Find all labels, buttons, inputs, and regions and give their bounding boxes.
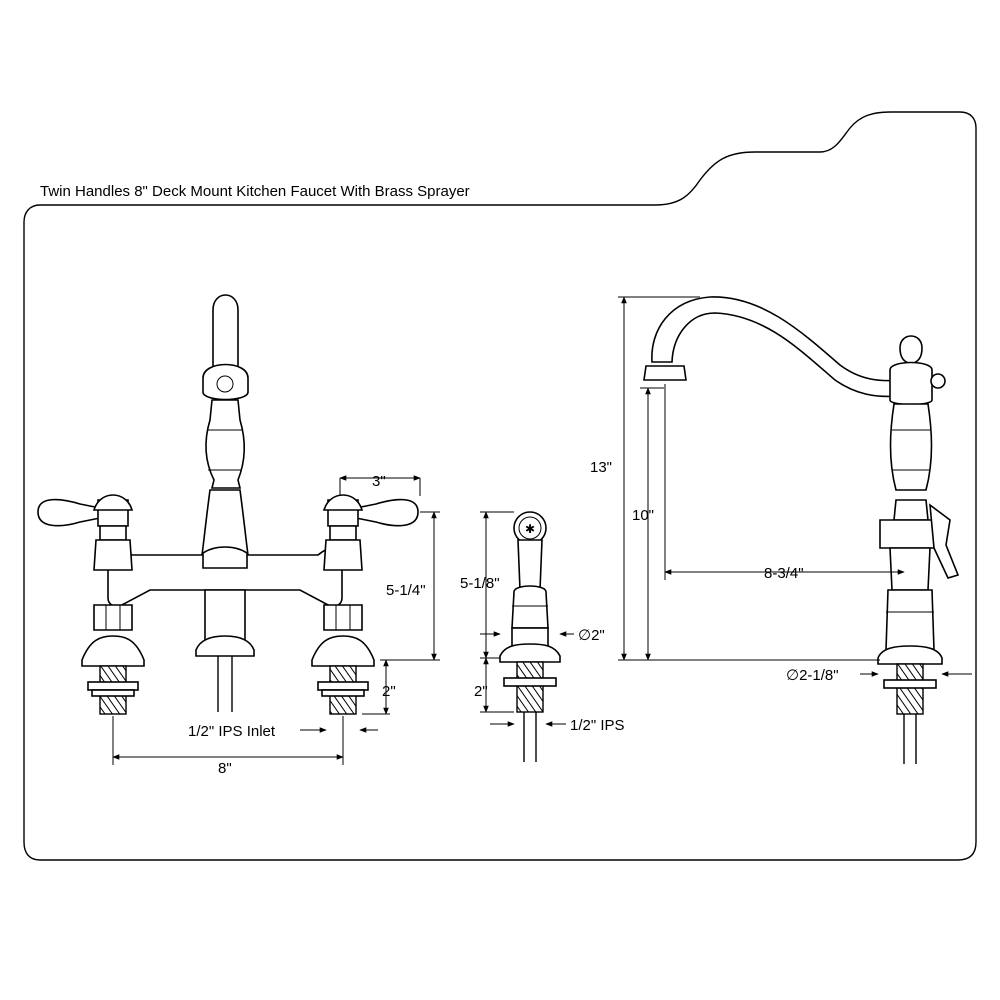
dim-sprayer-diameter: ∅2"	[578, 627, 605, 644]
dim-sprayer-height: 5-1/8"	[460, 575, 500, 592]
sprayer-dimensions	[480, 511, 574, 727]
sprayer: ✱	[499, 511, 561, 762]
dim-inlet: 1/2" IPS Inlet	[188, 723, 276, 740]
dim-spout-reach: 8-3/4"	[764, 565, 804, 582]
side-view-faucet	[643, 296, 960, 764]
bridge-faucet	[37, 294, 419, 715]
diagram-title: Twin Handles 8" Deck Mount Kitchen Fauce…	[40, 183, 470, 200]
dim-base-diameter: ∅2-1/8"	[786, 667, 839, 684]
svg-text:✱: ✱	[525, 522, 535, 536]
dim-handle-offset: 3"	[372, 473, 386, 490]
dim-handle-height: 5-1/4"	[386, 582, 426, 599]
dim-sprayer-inlet: 1/2" IPS	[570, 717, 625, 734]
dim-center-spread: 8"	[218, 760, 232, 777]
dim-spout-height: 10"	[632, 507, 654, 524]
dim-sprayer-shank: 2"	[474, 683, 488, 700]
side-view-dimensions	[618, 296, 972, 677]
frame-border	[23, 111, 977, 861]
left-dimensions	[112, 475, 440, 765]
dim-overall-height: 13"	[590, 459, 612, 476]
dim-shank-length: 2"	[382, 683, 396, 700]
